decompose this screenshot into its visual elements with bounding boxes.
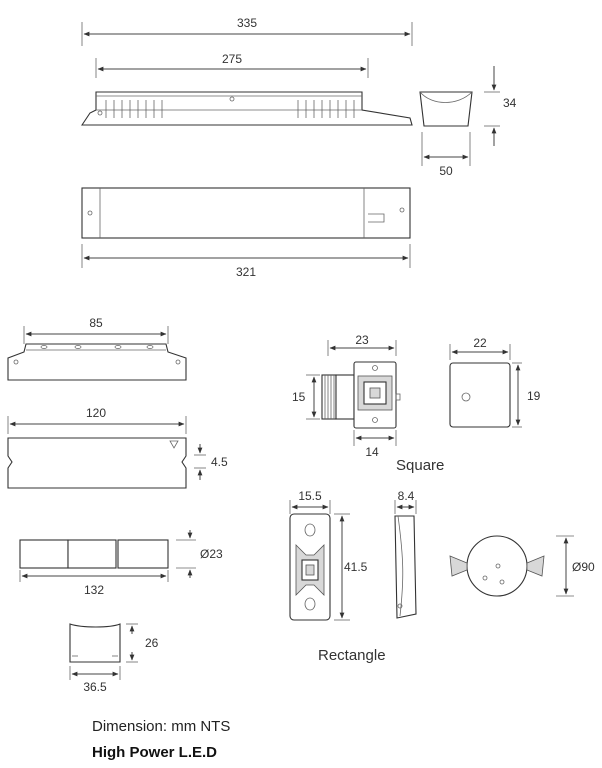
dim-strip-length: 120	[86, 406, 106, 420]
dim-overall-length: 335	[237, 16, 257, 30]
dim-square-width: 23	[355, 333, 369, 347]
dimension-note: Dimension: mm NTS	[92, 718, 231, 735]
dim-mounting-length: 275	[222, 52, 242, 66]
rectangle-label: Rectangle	[318, 647, 386, 664]
dim-plate-width: 22	[473, 336, 487, 350]
tube-view: Ø23 132	[19, 530, 223, 597]
dim-tube-diameter: Ø23	[200, 547, 223, 561]
rectangle-fitting: 15.5 41.5	[289, 489, 368, 621]
dim-block-width: 36.5	[83, 680, 107, 694]
driver-end-view: 34 50	[419, 66, 517, 178]
dim-body-length: 321	[236, 265, 256, 279]
dim-square-depth: 14	[365, 445, 379, 459]
dim-plate-height: 19	[527, 389, 541, 403]
strip-view: 120 4.5	[7, 406, 228, 489]
dim-strip-thickness: 4.5	[211, 455, 228, 469]
square-fitting: 23 15 14	[292, 333, 401, 459]
rectangle-side-view: 8.4	[394, 489, 417, 619]
dim-height: 34	[503, 96, 517, 110]
dim-square-height: 15	[292, 390, 306, 404]
plate-view: 22 19	[449, 336, 541, 428]
dim-width: 50	[439, 164, 453, 178]
dim-tube-length: 132	[84, 583, 104, 597]
driver-side-view: 335 275	[80, 16, 413, 126]
mounting-clip: 85	[7, 316, 187, 381]
dim-block-height: 26	[145, 636, 159, 650]
dim-rect-height: 41.5	[344, 560, 368, 574]
round-fitting: Ø90	[449, 535, 595, 597]
block-view: 26 36.5	[69, 623, 159, 694]
product-title: High Power L.E.D	[92, 744, 218, 761]
dim-clip-length: 85	[89, 316, 103, 330]
driver-top-view: 321	[81, 187, 411, 279]
square-label: Square	[396, 457, 444, 474]
dim-rect-width: 15.5	[298, 489, 322, 503]
dim-rect-side-width: 8.4	[398, 489, 415, 503]
dim-round-diameter: Ø90	[572, 560, 595, 574]
